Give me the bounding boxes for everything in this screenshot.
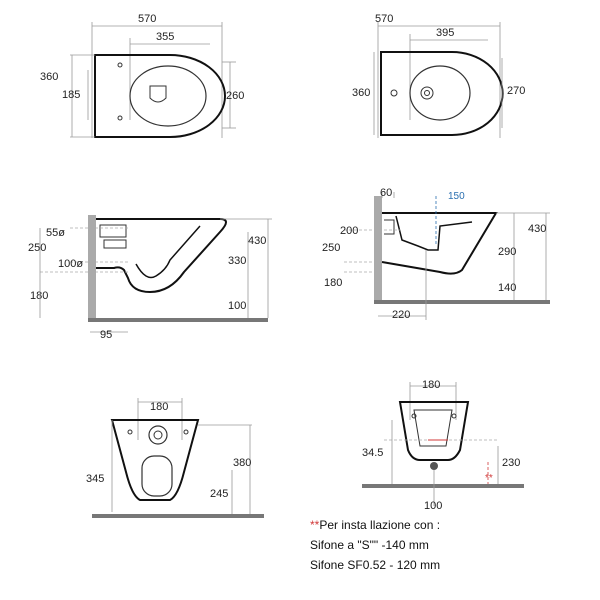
bidet-side-150: 150 xyxy=(448,191,465,202)
bidet-top-view: 570 395 360 270 xyxy=(352,13,525,138)
bidet-top-outline xyxy=(380,51,504,136)
wc-side-view: 55ø 250 100ø 180 430 330 100 95 xyxy=(28,215,272,341)
wc-top-570: 570 xyxy=(138,13,156,25)
wc-front-345: 345 xyxy=(86,473,104,485)
bidet-side-290: 290 xyxy=(498,246,516,258)
wc-top-185: 185 xyxy=(62,89,80,101)
wc-side-100o: 100ø xyxy=(58,258,83,270)
bidet-front-outline xyxy=(398,401,470,461)
wc-front-view: 180 345 380 245 xyxy=(86,398,264,518)
bidet-front-180: 180 xyxy=(422,379,440,391)
bidet-top-570: 570 xyxy=(375,13,393,25)
wc-top-260: 260 xyxy=(226,90,244,102)
wc-side-100: 100 xyxy=(228,300,246,312)
install-note-line1: **Per insta llazione con : xyxy=(310,518,440,532)
bidet-side-view: 60 150 200 250 180 430 290 140 220 xyxy=(322,187,550,321)
install-note-line3: Sifone SF0.52 - 120 mm xyxy=(310,558,441,572)
install-note-line2: Sifone a "S"" -140 mm xyxy=(310,538,429,552)
wc-top-outline xyxy=(94,54,226,138)
install-note-text: Per insta llazione con : xyxy=(319,518,441,532)
wc-top-360: 360 xyxy=(40,71,58,83)
wc-side-250: 250 xyxy=(28,242,46,254)
wc-front-outline xyxy=(110,419,200,501)
wc-side-180: 180 xyxy=(30,290,48,302)
bidet-side-outline xyxy=(381,212,498,275)
wc-side-55: 55ø xyxy=(46,227,65,239)
bidet-side-200: 200 xyxy=(340,225,358,237)
bidet-side-250: 250 xyxy=(322,242,340,254)
bidet-side-430: 430 xyxy=(528,223,546,235)
wc-front-180: 180 xyxy=(150,401,168,413)
install-note-marker: ** xyxy=(310,518,320,532)
bidet-side-180: 180 xyxy=(324,277,342,289)
wc-side-430: 430 xyxy=(248,235,266,247)
bidet-side-140: 140 xyxy=(498,282,516,294)
wc-side-outline xyxy=(96,218,227,294)
bidet-front-mark: ** xyxy=(485,473,493,484)
wc-top-355: 355 xyxy=(156,31,174,43)
bidet-top-360: 360 xyxy=(352,87,370,99)
bidet-front-view: 180 34.5 230 ** 100 xyxy=(362,379,524,512)
bidet-top-395: 395 xyxy=(436,27,454,39)
bidet-front-230: 230 xyxy=(502,457,520,469)
wc-top-view: 570 355 360 185 260 xyxy=(40,13,244,138)
bidet-side-60: 60 xyxy=(380,187,392,199)
bidet-front-100: 100 xyxy=(424,500,442,512)
bidet-side-220: 220 xyxy=(392,309,410,321)
wc-side-330: 330 xyxy=(228,255,246,267)
bidet-top-270: 270 xyxy=(507,85,525,97)
wc-side-95: 95 xyxy=(100,329,112,341)
wc-front-380: 380 xyxy=(233,457,251,469)
bidet-front-345: 34.5 xyxy=(362,447,383,459)
wc-front-245: 245 xyxy=(210,488,228,500)
